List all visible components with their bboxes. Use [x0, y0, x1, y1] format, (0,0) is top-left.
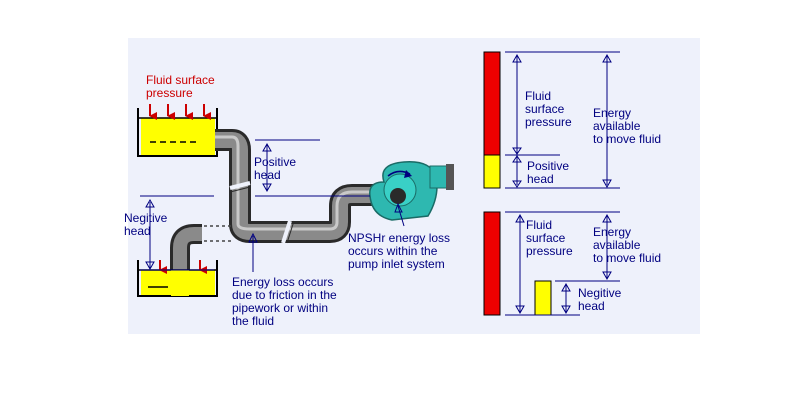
negative-head-label: Negitive head — [124, 211, 168, 238]
pipework — [170, 129, 384, 272]
upper-pressure-bar — [483, 51, 501, 156]
npshr-label: NPSHr energy loss occurs within the pump… — [348, 231, 451, 271]
negative-head-dimension — [140, 195, 214, 271]
positive-head-label: Positive head — [254, 155, 297, 182]
lower-fluid-surface-pressure-label: Fluid surface pressure — [526, 218, 573, 258]
upper-positive-head-bar — [483, 154, 501, 189]
lower-tank — [137, 260, 218, 297]
pump — [369, 161, 454, 221]
upper-fluid-surface-pressure-label: Fluid surface pressure — [525, 89, 572, 129]
lower-energy-available-label: Energy available to move fluid — [593, 225, 662, 265]
upper-tank-liquid — [141, 118, 215, 156]
lower-energy-chart — [483, 211, 620, 316]
upper-positive-head-label: Positive head — [527, 159, 570, 186]
upper-energy-available-label: Energy available to move fluid — [593, 106, 662, 146]
fluid-surface-pressure-label: Fluid surface pressure — [146, 73, 215, 100]
lower-negative-head-bar — [534, 280, 552, 316]
lower-pressure-bar — [483, 211, 501, 316]
surface-pressure-arrows-upper — [149, 104, 211, 120]
upper-energy-chart — [483, 51, 620, 189]
lower-negative-head-label: Negitive head — [578, 286, 622, 313]
upper-tank — [137, 108, 218, 157]
positive-head-dimension — [255, 139, 370, 197]
energy-loss-label: Energy loss occurs due to friction in th… — [232, 275, 337, 328]
